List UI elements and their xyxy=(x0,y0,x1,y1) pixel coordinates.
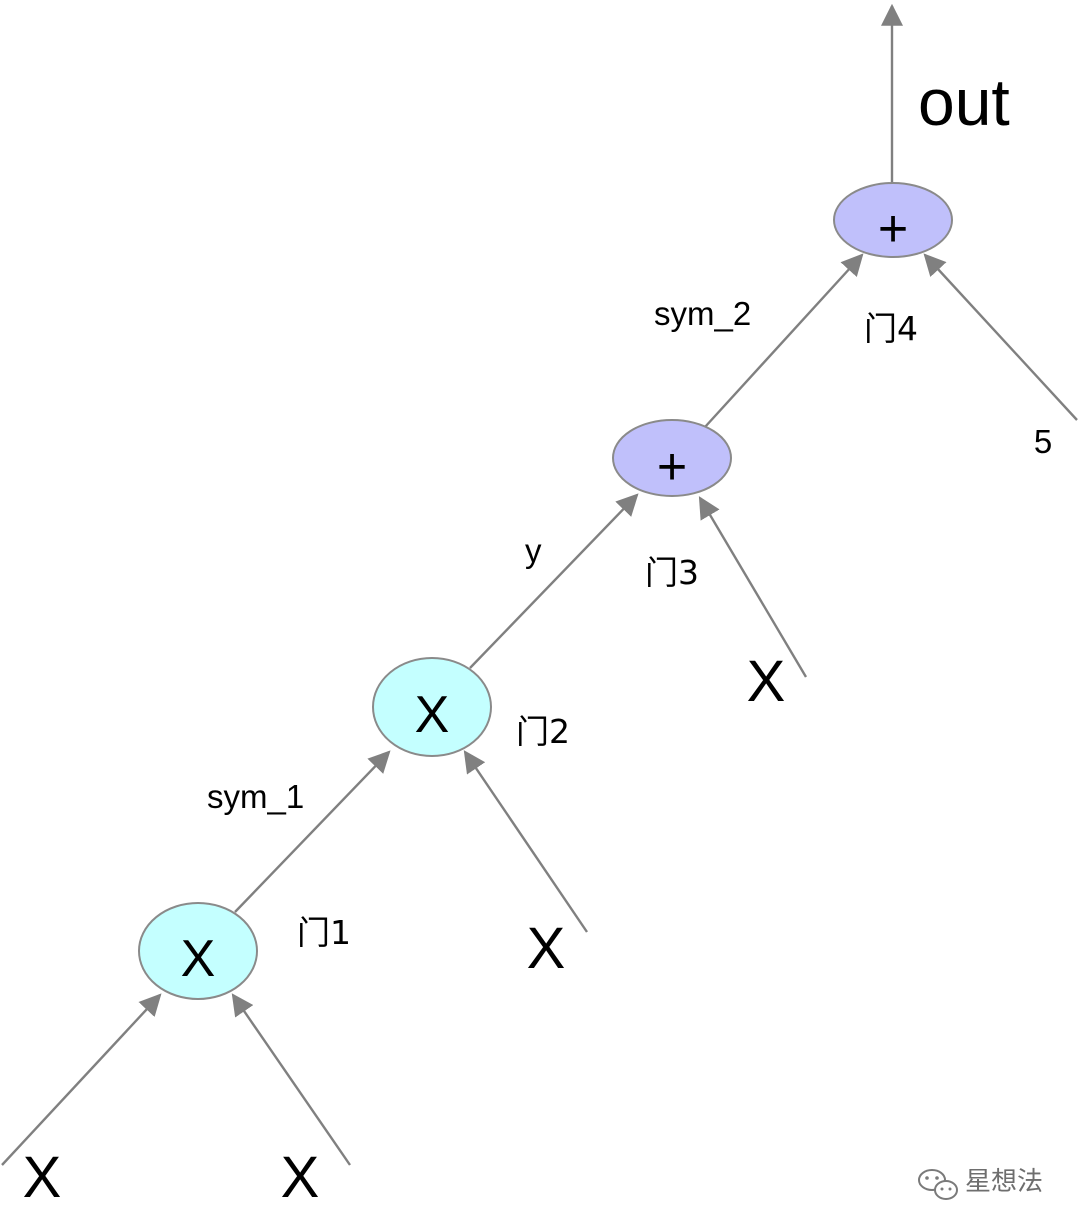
gate3-label: 门3 xyxy=(645,553,699,592)
edge-input-gate4-right xyxy=(923,253,1078,421)
input-gate1-right: X xyxy=(281,1145,320,1210)
edge-input-gate1-left xyxy=(1,993,162,1166)
wire-label-y: y xyxy=(525,532,542,569)
edge-input-gate1-right xyxy=(231,993,351,1166)
wire-label-sym-2: sym_2 xyxy=(654,295,751,332)
gate1-op: X xyxy=(181,930,216,988)
edge-gate3-gate4 xyxy=(704,253,864,428)
gate1-node xyxy=(138,902,258,1000)
input-gate1-left: X xyxy=(23,1145,62,1210)
output-label: out xyxy=(918,65,1010,139)
wechat-icon xyxy=(918,1169,958,1200)
edge-gate2-gate3 xyxy=(469,493,639,669)
edge-input-gate2-right xyxy=(463,750,588,933)
gate2-node xyxy=(372,657,492,757)
input-gate4-right: 5 xyxy=(1034,423,1052,460)
gate2-label: 门2 xyxy=(516,712,570,751)
watermark-text: 星想法 xyxy=(965,1167,1043,1197)
edge-input-gate3-right xyxy=(698,496,808,678)
gate2-op: X xyxy=(415,686,450,744)
gate3-op: + xyxy=(657,438,687,496)
input-gate2-right: X xyxy=(527,916,566,981)
gate4-op: + xyxy=(878,200,908,258)
gate1-label: 门1 xyxy=(297,913,351,952)
input-gate3-right: X xyxy=(747,649,786,714)
gate3-node xyxy=(612,419,732,497)
wire-label-sym-1: sym_1 xyxy=(207,778,304,815)
gate4-label: 门4 xyxy=(864,309,918,348)
gate4-node xyxy=(833,182,953,258)
edge-gate1-gate2 xyxy=(234,750,391,913)
